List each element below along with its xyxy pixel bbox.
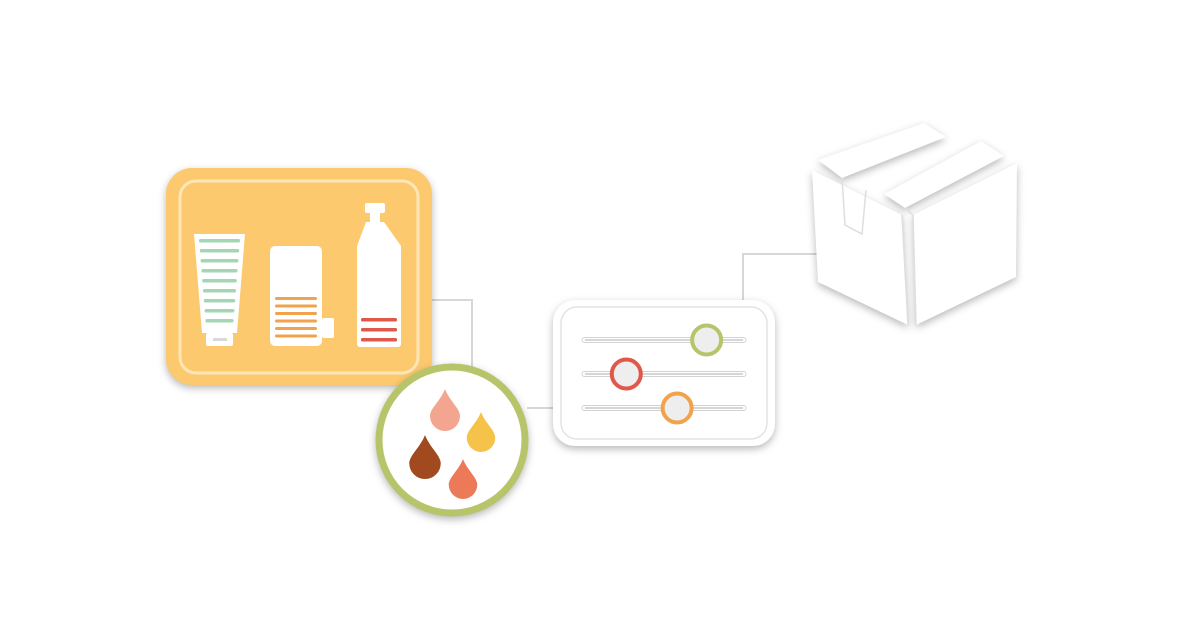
adjustment-sliders-icon [581,323,747,425]
drop-yellow [466,412,496,452]
tube-stripe [199,249,240,253]
bottle-stripe [361,328,397,332]
connector-products-ingredients [432,299,473,368]
bottle-icon [357,203,401,347]
tube-stripe [203,299,236,303]
jar-stripe [275,319,317,323]
formulation-node [553,300,775,446]
bottle-stripe [361,338,397,342]
ingredients-ring [375,363,529,517]
jar-stripe [275,304,317,308]
drop-coral [448,459,478,499]
tube-stripe [200,259,239,263]
slider-1-knob [690,323,724,357]
drop-brown [409,434,441,480]
tube-stripe [204,309,235,313]
connector-formulation-packaging [742,253,822,300]
tube-stripe [203,289,236,293]
jar-stripe [275,334,317,338]
products-panel-frame [178,179,420,375]
tube-stripe [201,269,238,273]
slider-3-knob [660,391,694,425]
jar-icon [270,246,334,346]
drop-peach [430,389,460,431]
jar-stripe [275,297,317,300]
ingredient-drops-icon [409,389,496,499]
products-panel [166,168,432,385]
slider-2-knob [609,357,643,391]
box-left-face [812,170,908,325]
box-flap-back [818,123,946,178]
jar-stripe [275,327,317,330]
formulation-card-inner [560,306,768,440]
box-right-face [913,163,1017,325]
package-box-icon [812,123,1017,325]
tube-stripe [202,279,237,283]
connectors [432,253,822,409]
box-edges [841,177,917,326]
bottle-stripe [361,318,397,322]
ingredients-node [375,363,529,517]
jar-stripe [275,312,317,315]
tube-stripe [205,319,234,323]
tube-icon [194,234,245,346]
tube-stripe [199,239,240,243]
box-flap-front [884,141,1004,208]
